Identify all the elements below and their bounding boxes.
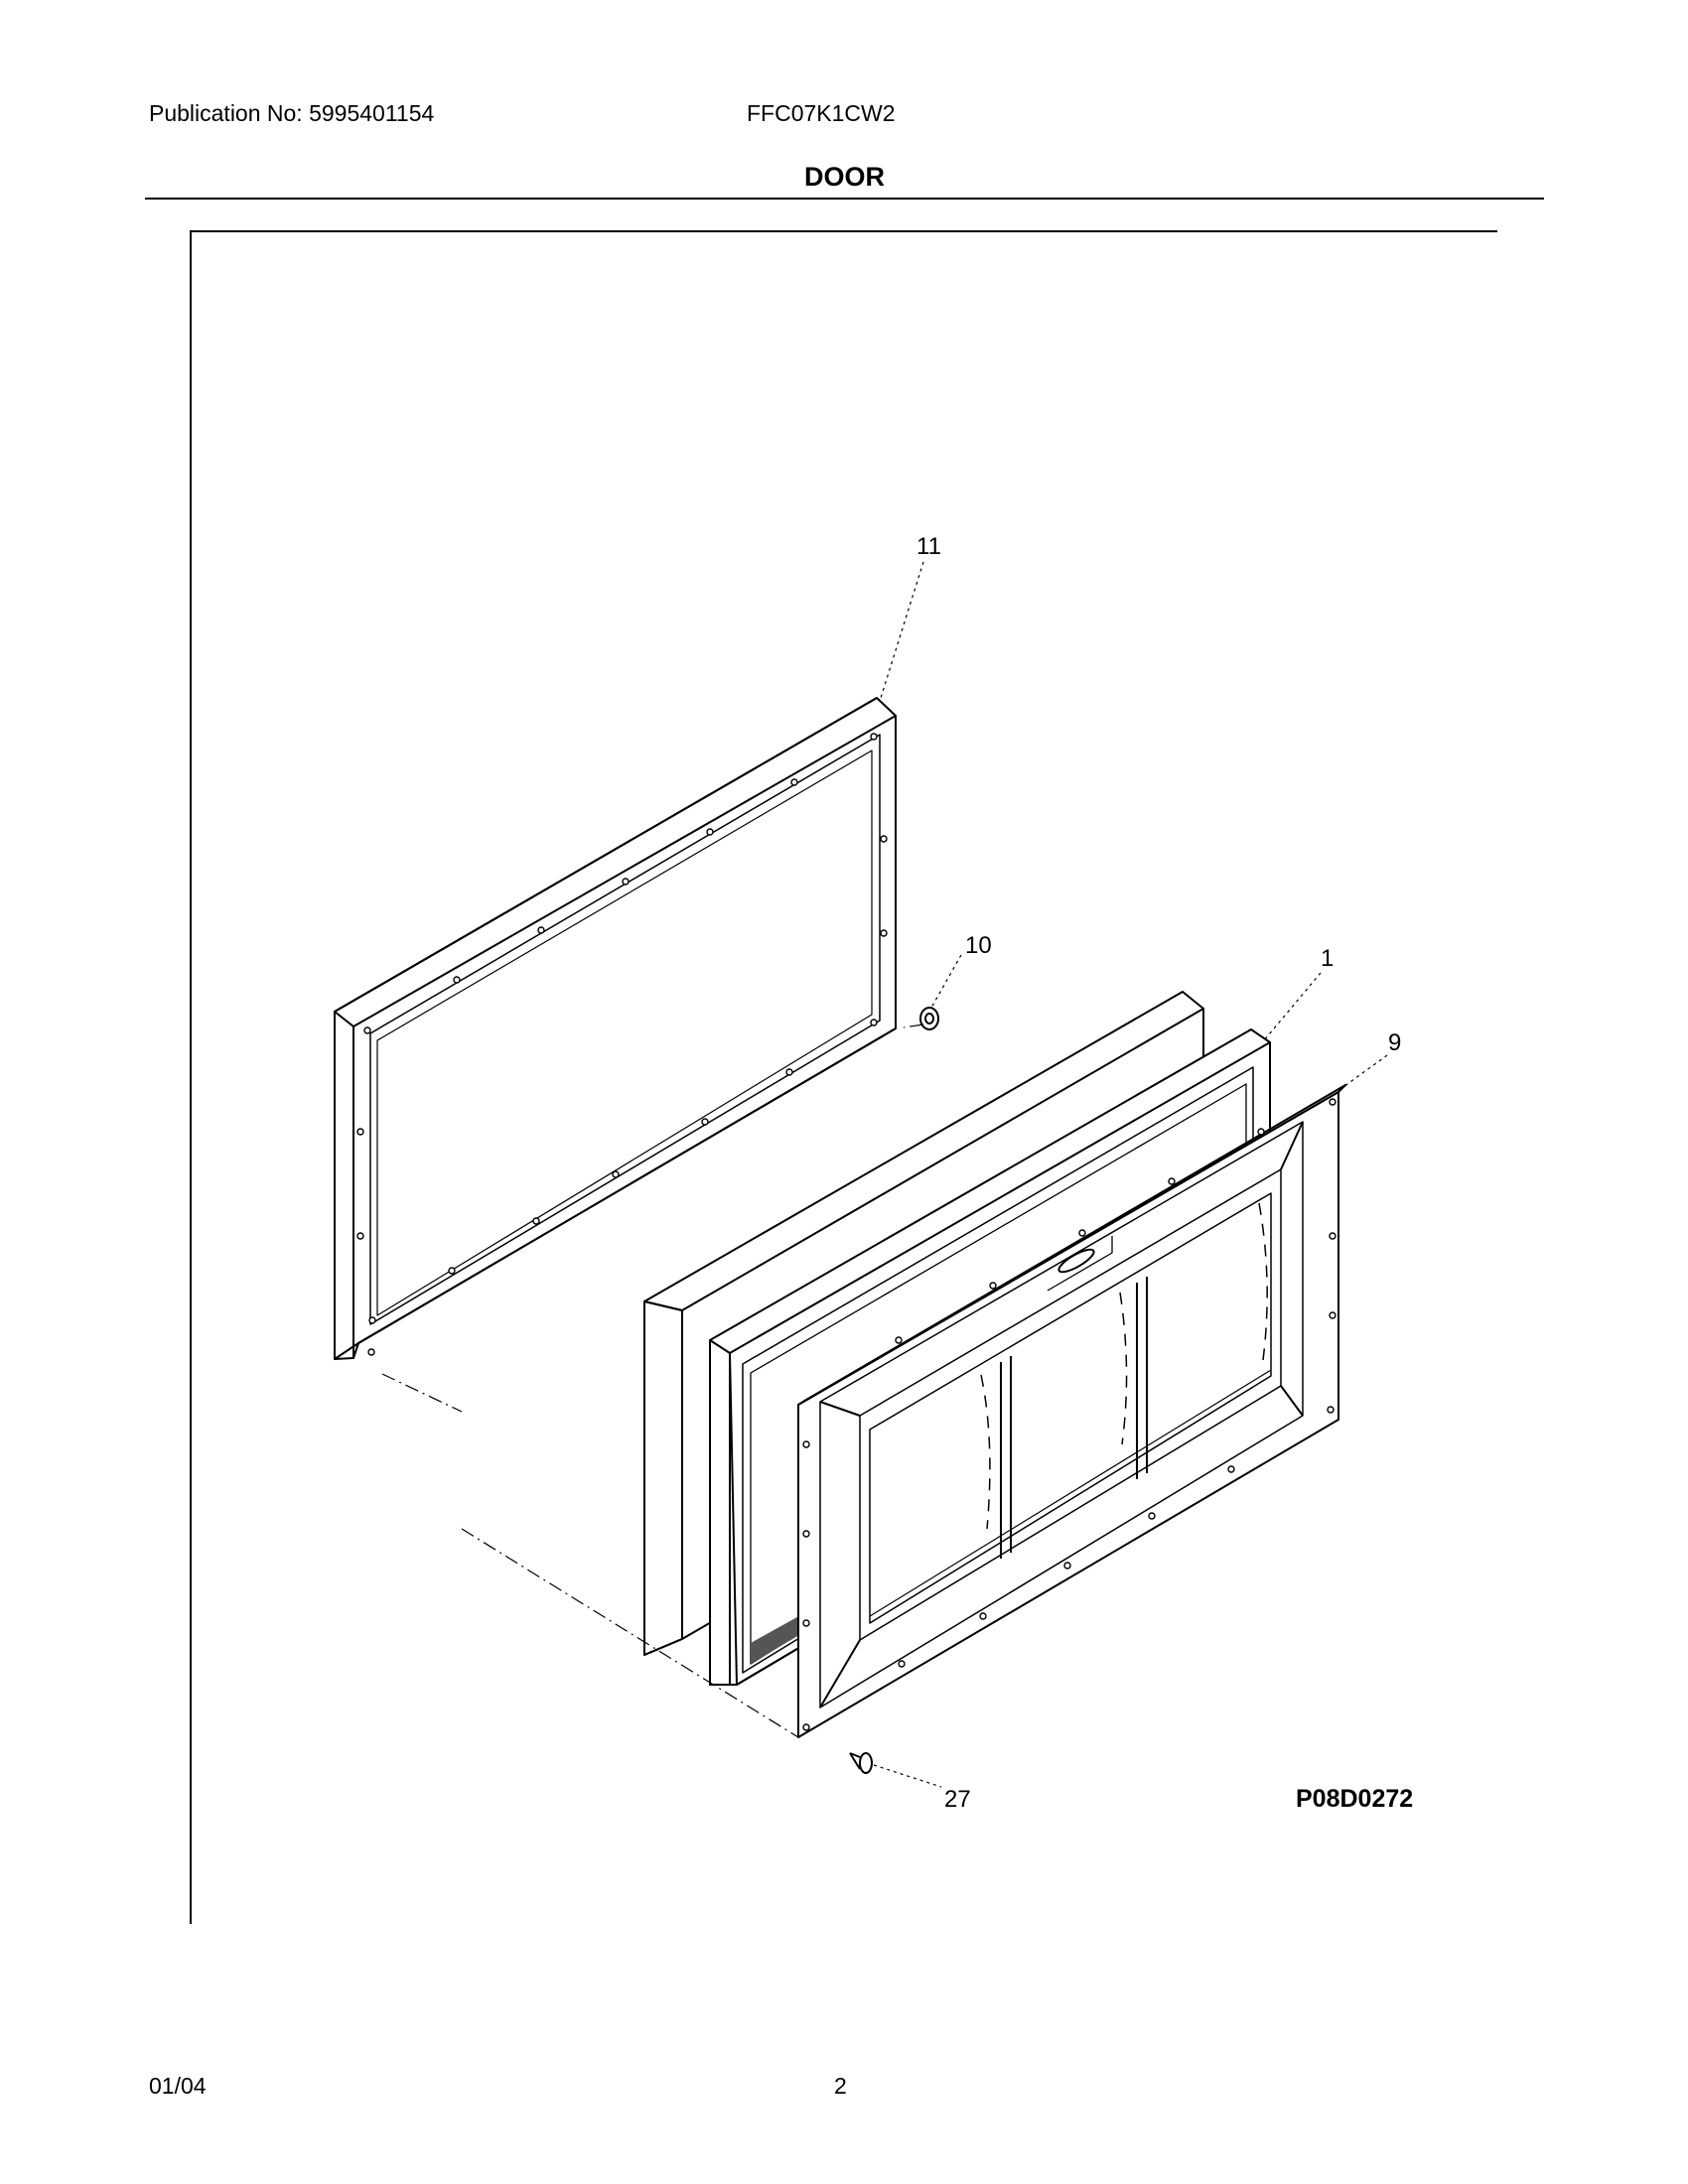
section-title: DOOR bbox=[804, 162, 885, 192]
callout-9: 9 bbox=[1388, 1029, 1401, 1056]
page-number: 2 bbox=[834, 2073, 847, 2099]
drawing-code: P08D0272 bbox=[1296, 1785, 1413, 1813]
liner-screw-holes bbox=[356, 733, 888, 1356]
callout-1: 1 bbox=[1321, 945, 1334, 972]
part-11-door-liner bbox=[334, 697, 897, 1360]
header-rule bbox=[145, 198, 1544, 200]
part-27-screw bbox=[849, 1752, 873, 1774]
leader-lines bbox=[873, 561, 1388, 1788]
diagram-frame-top bbox=[190, 230, 1497, 232]
diagram-frame-left bbox=[190, 230, 192, 1924]
part-10-plug bbox=[919, 1007, 939, 1030]
model-number: FFC07K1CW2 bbox=[747, 100, 896, 126]
footer-date: 01/04 bbox=[149, 2073, 207, 2099]
publication-number: Publication No: 5995401154 bbox=[149, 100, 435, 126]
panel-screw-holes bbox=[802, 1098, 1336, 1731]
part-9-outer-door-panel bbox=[797, 1084, 1346, 1738]
alignment-lines bbox=[381, 1024, 924, 1738]
callout-27: 27 bbox=[944, 1786, 971, 1813]
callout-11: 11 bbox=[916, 533, 941, 560]
callout-10: 10 bbox=[965, 932, 992, 959]
